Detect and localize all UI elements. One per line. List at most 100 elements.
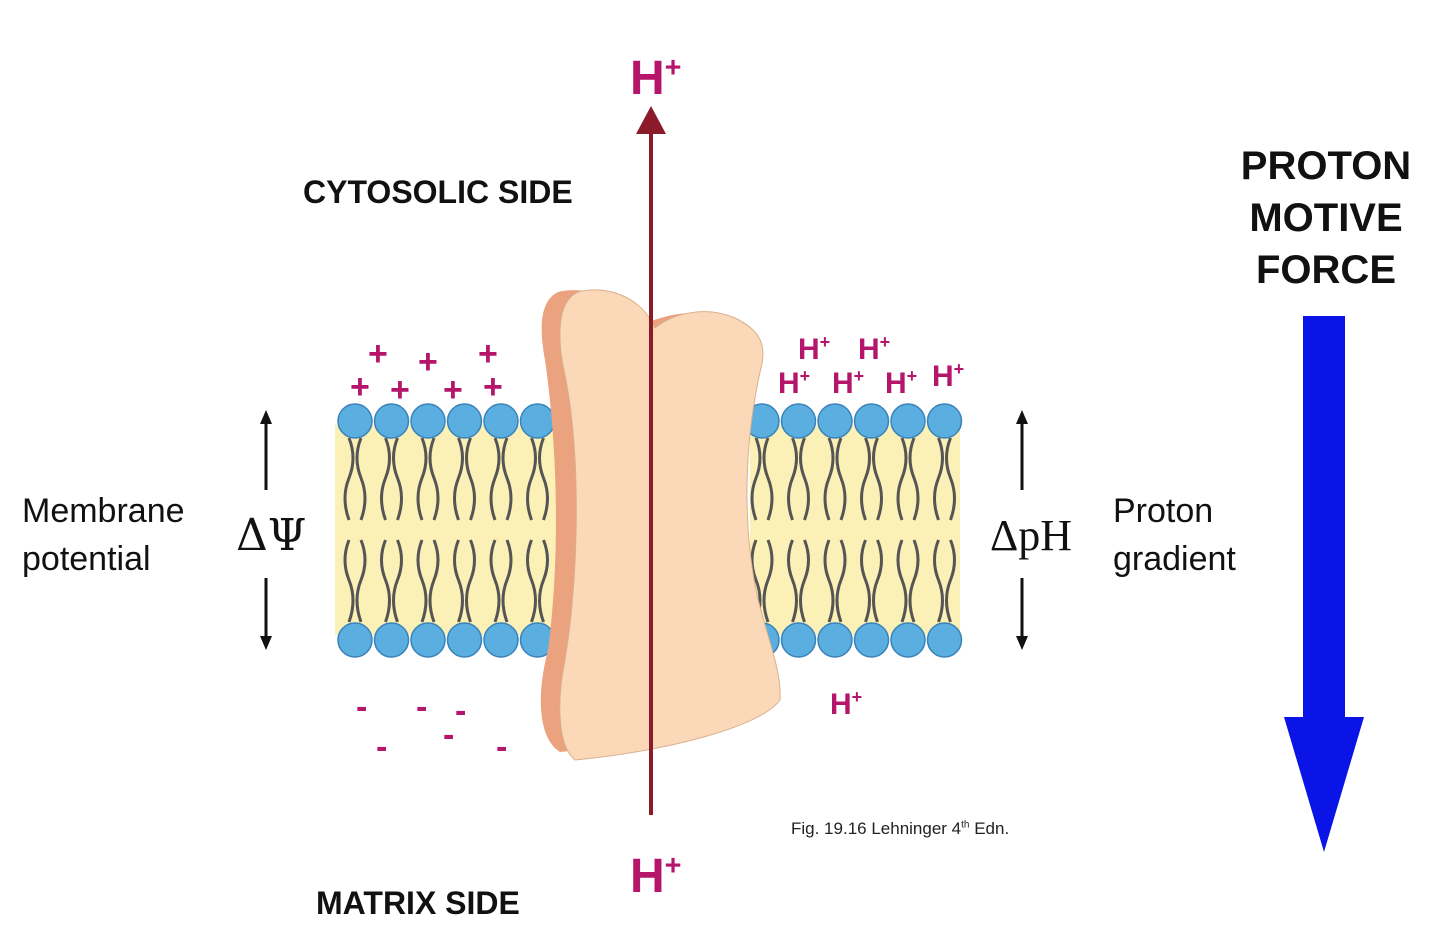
proton-gradient-label: Proton gradient — [1113, 492, 1236, 578]
lipid-head — [519, 403, 556, 439]
lipid-tail — [453, 539, 464, 623]
lipid-head — [337, 403, 373, 439]
lipid-tail — [453, 437, 464, 521]
lipid-tail — [489, 539, 501, 623]
lipid-head — [817, 622, 853, 658]
lipid-tail — [908, 437, 920, 521]
lipid-head — [926, 403, 963, 439]
proton-bottom-label: H+ — [630, 850, 682, 903]
lipid-tail — [762, 437, 774, 521]
lipid-tail — [343, 437, 355, 521]
negative-charge: - — [356, 688, 368, 726]
lipid-head — [890, 403, 926, 439]
lipid-head — [410, 622, 446, 658]
pmf-arrow-shaft — [1303, 316, 1345, 721]
lipid-tail — [787, 539, 798, 623]
membrane-core-left — [335, 425, 585, 635]
lipid-tail — [501, 539, 513, 623]
membrane-core-right — [750, 425, 960, 635]
lipid-tail — [392, 437, 403, 521]
lipid-head — [780, 403, 817, 439]
lipid-tail — [501, 437, 513, 521]
lipid-tail — [343, 539, 355, 623]
delta-psi-arrow — [260, 410, 272, 650]
lipid-tail — [860, 437, 871, 521]
proton-small: H+ — [932, 359, 965, 393]
negative-charge: - — [443, 716, 455, 754]
lipid-tail — [835, 539, 847, 623]
cytosolic-side-label: CYTOSOLIC SIDE — [303, 174, 573, 210]
lipid-tails — [343, 437, 956, 623]
positive-charge: + — [390, 371, 410, 409]
proton-small: H+ — [798, 332, 831, 366]
lipid-head — [483, 622, 519, 658]
lipid-tail — [526, 437, 537, 521]
lipid-tail — [465, 539, 476, 623]
lipid-tail — [908, 539, 920, 623]
positive-charge: + — [483, 368, 503, 406]
lipid-head — [373, 622, 410, 658]
figure-credit: Fig. 19.16 Lehninger 4th Edn. — [791, 819, 1010, 838]
proton-path-arrowhead — [636, 106, 666, 134]
lipid-tail — [416, 437, 428, 521]
proton-small: H+ — [858, 332, 891, 366]
pmf-arrow-head — [1284, 717, 1364, 852]
lipid-tail — [380, 539, 391, 623]
lipid-tail — [896, 437, 908, 521]
delta-ph-symbol: ΔpH — [990, 511, 1073, 560]
positive-charge: + — [418, 343, 438, 381]
proton-small: H+ — [830, 687, 863, 721]
negative-charge: - — [376, 728, 388, 766]
lipid-tail — [945, 437, 956, 521]
lipid-tail — [787, 437, 798, 521]
lipid-tail — [538, 539, 549, 623]
lipid-tail — [872, 437, 883, 521]
lipid-tail — [860, 539, 871, 623]
negative-charge: - — [455, 692, 467, 730]
lipid-tail — [489, 437, 501, 521]
proton-small: H+ — [778, 366, 811, 400]
lipid-head — [446, 622, 483, 658]
lipid-tail — [428, 539, 440, 623]
membrane-potential-label: Membrane potential — [22, 492, 185, 578]
matrix-side-label: MATRIX SIDE — [316, 885, 520, 921]
proton-small: H+ — [885, 366, 918, 400]
lipid-tail — [896, 539, 908, 623]
proton-motive-force-label: PROTON MOTIVE FORCE — [1240, 144, 1412, 292]
lipid-tail — [355, 437, 367, 521]
lipid-tail — [799, 437, 810, 521]
positive-charge: + — [350, 368, 370, 406]
lipid-head — [483, 403, 519, 439]
lipid-tail — [933, 539, 944, 623]
lipid-head — [890, 622, 926, 658]
delta-ph-arrow — [1016, 410, 1028, 650]
lipid-head — [410, 403, 446, 439]
lipid-head — [337, 622, 373, 658]
lipid-tail — [526, 539, 537, 623]
positive-charge: + — [443, 371, 463, 409]
lipid-head — [817, 403, 853, 439]
lipid-tail — [933, 437, 944, 521]
lipid-head — [853, 403, 890, 439]
delta-psi-symbol: ΔΨ — [236, 510, 307, 561]
lipid-tail — [392, 539, 403, 623]
lipid-tail — [355, 539, 367, 623]
lipid-tail — [872, 539, 883, 623]
lipid-head — [853, 622, 890, 658]
lipid-head — [780, 622, 817, 658]
proton-top-label: H+ — [630, 52, 682, 105]
protein-front — [559, 289, 781, 761]
lipid-tail — [762, 539, 774, 623]
lipid-head — [926, 622, 963, 658]
lipid-tail — [823, 437, 835, 521]
proton-small: H+ — [832, 366, 865, 400]
negative-charge: - — [416, 688, 428, 726]
lipid-tail — [416, 539, 428, 623]
lipid-tail — [835, 437, 847, 521]
lipid-tail — [465, 437, 476, 521]
lipid-tail — [945, 539, 956, 623]
lipid-tail — [428, 437, 440, 521]
lipid-head — [373, 403, 410, 439]
lipid-tail — [538, 437, 549, 521]
